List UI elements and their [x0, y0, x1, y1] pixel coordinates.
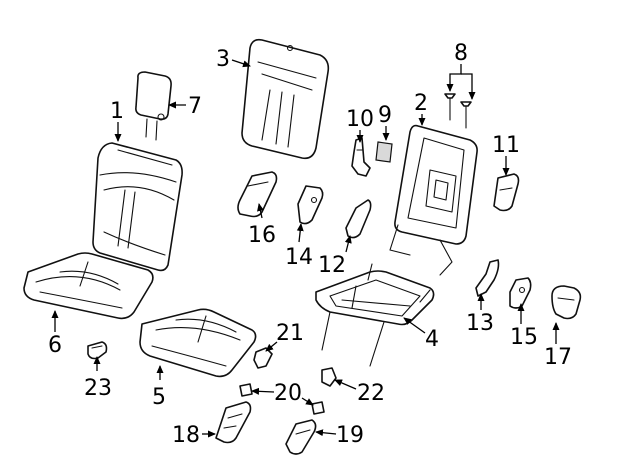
clip-part-23[interactable] [87, 341, 108, 360]
side-trim-part-16[interactable] [237, 171, 278, 218]
callout-19: 19 [336, 423, 364, 448]
latch-part-10[interactable] [351, 137, 371, 177]
cover-part-12[interactable] [345, 199, 372, 239]
latch-cover-part-11[interactable] [493, 173, 520, 212]
callout-10: 10 [346, 107, 374, 132]
callout-8: 8 [454, 41, 468, 66]
hinge-cover-part-18[interactable] [215, 401, 252, 444]
callout-14: 14 [285, 245, 313, 270]
callout-3: 3 [216, 47, 230, 72]
clip-part-22[interactable] [321, 367, 337, 387]
hinge-cover-part-19[interactable] [285, 419, 317, 455]
trim-part-13[interactable] [475, 259, 500, 297]
callout-22: 22 [357, 381, 385, 406]
callout-12: 12 [318, 253, 346, 278]
seat-frame-base-part[interactable] [315, 263, 435, 367]
callout-16: 16 [248, 223, 276, 248]
seat-cushion-right-part[interactable] [139, 308, 257, 378]
callout-numbers: 1 2 3 4 5 6 7 8 9 10 11 12 13 14 15 16 1… [48, 41, 572, 448]
callout-4: 4 [425, 327, 439, 352]
callout-13: 13 [466, 311, 494, 336]
bolts-part-8[interactable] [444, 93, 472, 129]
callout-18: 18 [172, 423, 200, 448]
leader-lines [51, 59, 560, 438]
seat-cushion-left-part[interactable] [23, 252, 154, 320]
back-panel-part[interactable] [241, 38, 330, 160]
callout-23: 23 [84, 376, 112, 401]
callout-11: 11 [492, 133, 520, 158]
latch-bracket-part-15[interactable] [509, 277, 532, 309]
seat-back-part[interactable] [92, 142, 183, 272]
cap-cover-part-17[interactable] [551, 285, 582, 320]
callout-17: 17 [544, 345, 572, 370]
callout-20: 20 [274, 381, 302, 406]
seat-frame-back-part[interactable] [389, 124, 478, 276]
callout-7: 7 [188, 94, 202, 119]
callout-1: 1 [110, 99, 124, 124]
callout-2: 2 [414, 91, 428, 116]
callout-21: 21 [276, 321, 304, 346]
headrest-left-part[interactable] [135, 71, 172, 141]
callout-6: 6 [48, 333, 62, 358]
cap-part-9[interactable] [375, 141, 393, 163]
callout-9: 9 [378, 103, 392, 128]
callout-5: 5 [152, 385, 166, 410]
bracket-part-21[interactable] [253, 347, 273, 369]
callout-15: 15 [510, 325, 538, 350]
bracket-part-14[interactable] [297, 185, 324, 225]
